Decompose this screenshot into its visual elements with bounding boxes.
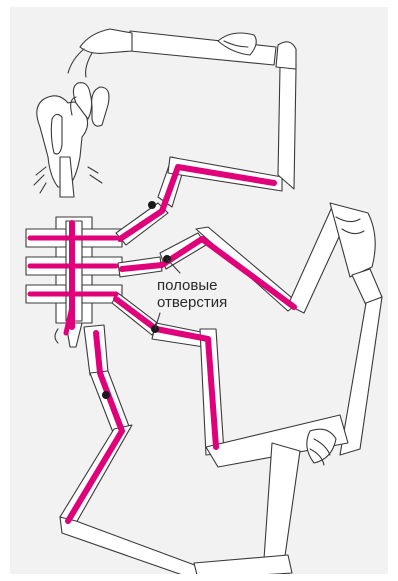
diagram-figure: половые отверстия <box>10 7 388 574</box>
openings-label: половые отверстия <box>157 277 227 311</box>
leg-3 <box>112 293 348 563</box>
label-line-2: отверстия <box>157 294 227 311</box>
opening-dot-leg-4 <box>102 391 110 399</box>
label-line-1: половые <box>157 277 227 294</box>
leg-1 <box>68 29 296 245</box>
head <box>34 83 109 197</box>
opening-dot-leg-1 <box>148 201 156 209</box>
